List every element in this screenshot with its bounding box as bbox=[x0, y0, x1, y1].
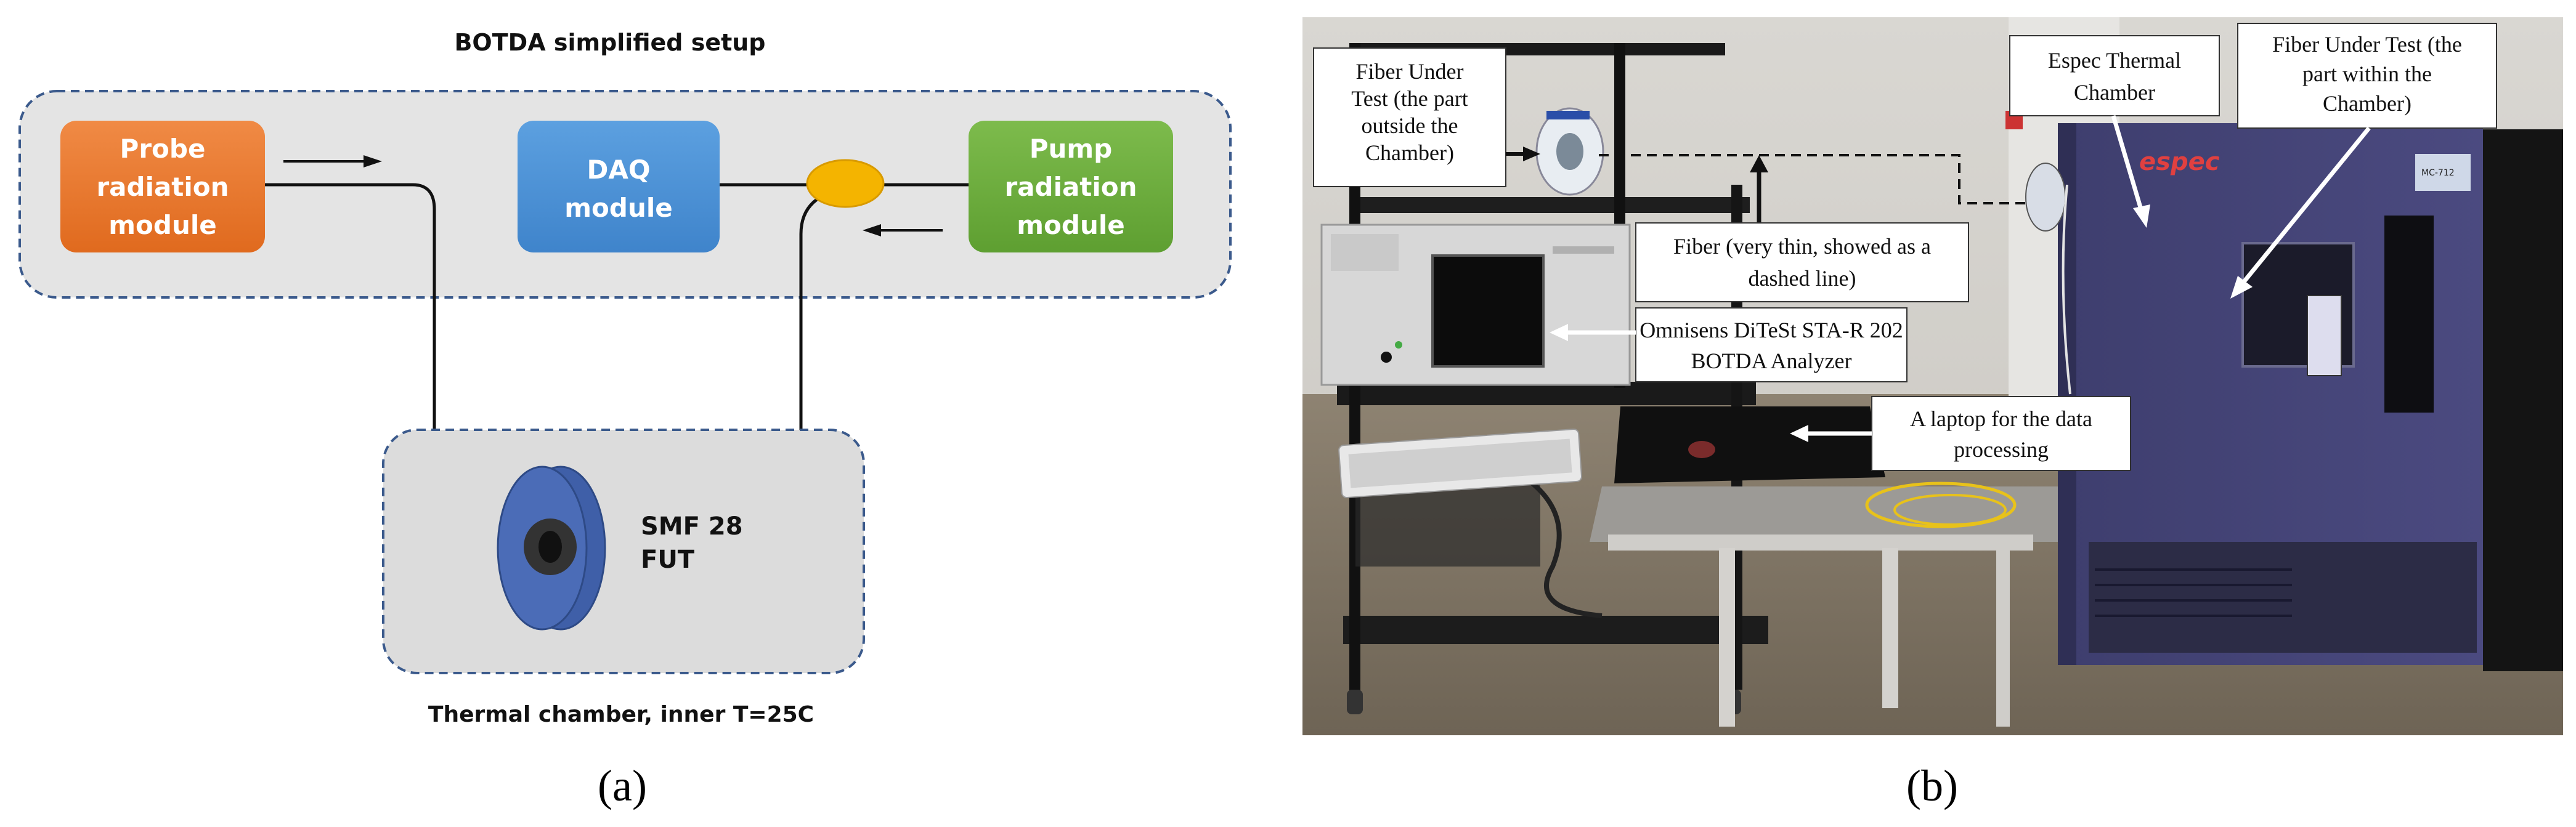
callout-fiber-line-1: Fiber (very thin, showed as a bbox=[1673, 234, 1931, 259]
callout-fut-outside-line-3: outside the bbox=[1362, 113, 1458, 138]
daq-label-2: module bbox=[564, 193, 672, 223]
probe-label-3: module bbox=[108, 210, 216, 240]
pump-label-2: radiation bbox=[1004, 172, 1137, 202]
direction-arrows bbox=[283, 155, 943, 236]
callout-analyzer-line-2: BOTDA Analyzer bbox=[1691, 349, 1852, 373]
callout-laptop-line-2: processing bbox=[1954, 437, 2049, 462]
callout-espec-chamber: Espec Thermal Chamber bbox=[2009, 35, 2220, 228]
callout-fut-within-line-3: Chamber) bbox=[2323, 91, 2411, 116]
callout-laptop-line-1: A laptop for the data bbox=[1910, 406, 2092, 431]
chamber-brand-logo: espec bbox=[2139, 148, 2220, 176]
keyboard-photo bbox=[1338, 429, 1582, 498]
callout-analyzer: Omnisens DiTeSt STA-R 202 BOTDA Analyzer bbox=[1550, 307, 1908, 382]
callout-analyzer-line-1: Omnisens DiTeSt STA-R 202 bbox=[1639, 318, 1903, 342]
pump-arrow-head bbox=[863, 224, 881, 236]
laptop-table bbox=[1590, 406, 2070, 727]
panel-b-label: (b) bbox=[1906, 761, 1958, 810]
fut-label-2: FUT bbox=[641, 546, 695, 574]
callout-fiber: Fiber (very thin, showed as a dashed lin… bbox=[1635, 222, 1969, 302]
panel-a: BOTDA simplified setup Probe radiation m… bbox=[18, 29, 1232, 810]
probe-label-1: Probe bbox=[120, 134, 206, 164]
fiber-coupler bbox=[806, 159, 885, 208]
callout-fut-outside: Fiber Under Test (the part outside the C… bbox=[1313, 47, 1540, 187]
callout-fut-outside-line-4: Chamber) bbox=[1365, 140, 1454, 165]
chamber-model-label: MC-712 bbox=[2421, 168, 2455, 178]
chamber-caption: Thermal chamber, inner T=25C bbox=[428, 702, 814, 727]
fut-label-1: SMF 28 bbox=[641, 512, 743, 541]
espec-chamber-photo: espec MC-712 bbox=[2025, 123, 2563, 671]
fiber-spool-photo bbox=[1535, 107, 1604, 196]
callout-laptop: A laptop for the data processing bbox=[1790, 396, 2131, 471]
daq-module: DAQ module bbox=[518, 121, 720, 252]
botda-analyzer-photo bbox=[1320, 224, 1631, 386]
panel-b-photo: espec MC-712 Fiber Under Test (the part … bbox=[1302, 17, 2563, 810]
probe-arrow-head bbox=[364, 155, 382, 167]
analyzer-screen bbox=[1431, 254, 1545, 368]
panel-a-label: (a) bbox=[598, 761, 647, 810]
callout-fiber-line-2: dashed line) bbox=[1749, 266, 1856, 291]
fiber-spool bbox=[497, 466, 606, 631]
callout-fut-within: Fiber Under Test (the part within the Ch… bbox=[2230, 23, 2497, 299]
setup-title: BOTDA simplified setup bbox=[454, 29, 765, 56]
probe-module: Probe radiation module bbox=[60, 121, 265, 252]
probe-label-2: radiation bbox=[96, 172, 229, 202]
callout-espec-line-1: Espec Thermal bbox=[2048, 48, 2181, 73]
daq-label-1: DAQ bbox=[587, 155, 650, 185]
callout-fut-outside-line-2: Test (the part bbox=[1351, 86, 1468, 111]
laptop bbox=[1614, 406, 1885, 483]
pump-label-1: Pump bbox=[1030, 134, 1113, 164]
thermal-chamber-boundary bbox=[382, 429, 865, 674]
pump-label-3: module bbox=[1017, 210, 1124, 240]
pump-module: Pump radiation module bbox=[969, 121, 1173, 252]
callout-fut-within-line-1: Fiber Under Test (the bbox=[2272, 32, 2462, 57]
fiber-dashed-line bbox=[1599, 154, 2027, 204]
callout-espec-line-2: Chamber bbox=[2074, 80, 2155, 105]
callout-fut-within-line-2: part within the bbox=[2302, 62, 2432, 86]
callout-fut-outside-line-1: Fiber Under bbox=[1356, 59, 1464, 84]
